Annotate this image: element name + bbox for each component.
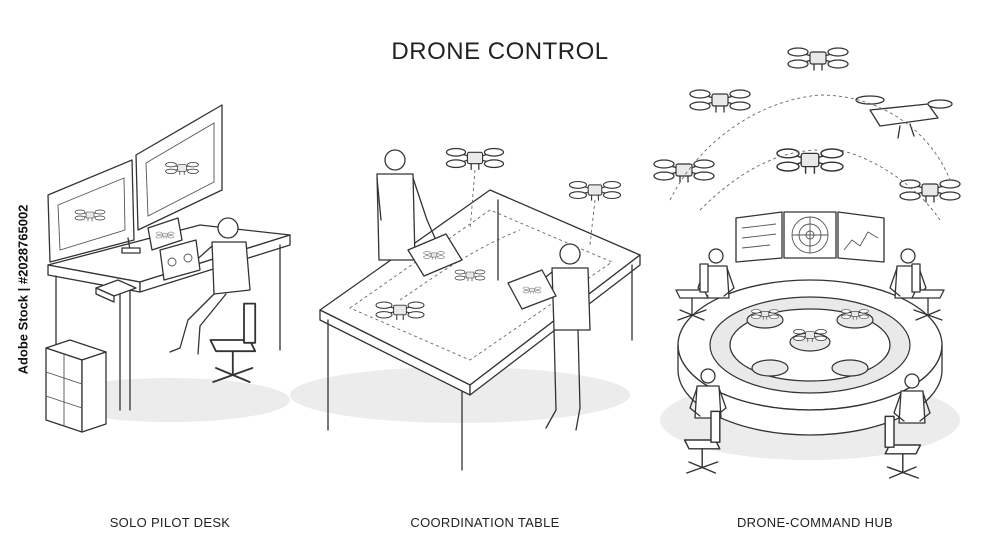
person-icon — [169, 217, 251, 355]
tablet-icon — [507, 269, 557, 310]
drone-icon — [689, 89, 751, 113]
chair-icon — [209, 302, 257, 383]
drone-command-hub-scene — [653, 47, 961, 479]
chair-icon — [675, 263, 709, 321]
remote-controller-icon — [147, 217, 201, 281]
drone-icon — [787, 47, 849, 71]
chair-icon — [911, 263, 945, 321]
caption-drone-command-hub: DRONE-COMMAND HUB — [736, 515, 894, 530]
drone-icon — [899, 179, 961, 203]
drone-icon — [855, 95, 953, 139]
crates — [45, 339, 107, 433]
monitor-icon — [135, 104, 223, 231]
chart-icon — [837, 211, 885, 263]
caption-coordination-table: COORDINATION TABLE — [410, 515, 560, 530]
drone-icon — [653, 159, 715, 183]
coordination-table-scene — [290, 147, 641, 471]
drone-icon — [568, 180, 622, 246]
drone-icon — [776, 148, 844, 174]
caption-solo-pilot-desk: SOLO PILOT DESK — [109, 515, 231, 530]
solo-pilot-desk-scene — [45, 104, 291, 433]
page-title: DRONE CONTROL — [391, 38, 609, 65]
drone-icon — [445, 147, 505, 231]
monitor-icon — [47, 159, 141, 263]
tablet-icon — [407, 233, 463, 277]
radar-icon — [783, 211, 837, 259]
chart-icon — [735, 211, 783, 263]
person-icon — [376, 149, 436, 261]
